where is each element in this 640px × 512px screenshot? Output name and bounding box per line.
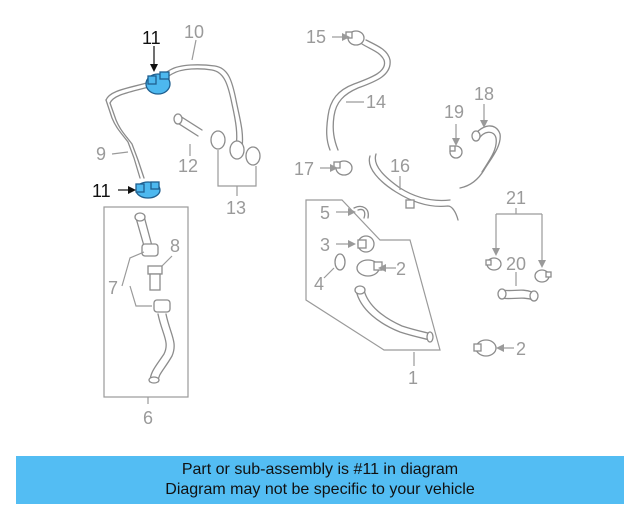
callout-2-inner[interactable]: 2 [396,259,406,279]
hose-14 [326,43,386,151]
callout-21[interactable]: 21 [506,188,526,208]
callout-9[interactable]: 9 [96,144,106,164]
callout-11-top[interactable]: 11 [142,28,161,48]
callout-19[interactable]: 19 [444,102,464,122]
info-banner: Part or sub-assembly is #11 in diagram D… [16,456,624,504]
clamp-21-left [485,257,502,271]
hose-16 [368,155,459,221]
callout-2-outer[interactable]: 2 [516,339,526,359]
parts-diagram: 6 10 9 11 11 12 13 7 [92,22,552,428]
callout-12[interactable]: 12 [178,156,198,176]
callout-7[interactable]: 7 [108,278,118,298]
clamp-11-top[interactable] [145,71,171,95]
clamp-2-outer [473,339,497,357]
callout-8[interactable]: 8 [170,236,180,256]
assembly-box-1 [305,199,441,351]
clamp-15 [345,30,365,46]
o-rings-13 [210,130,261,166]
hose-10 [105,64,244,149]
clamp-21-right [534,269,552,283]
callout-13[interactable]: 13 [226,198,246,218]
hose-18 [459,125,501,189]
banner-line-1: Part or sub-assembly is #11 in diagram [181,461,459,478]
clamp-19 [449,145,463,159]
callout-20[interactable]: 20 [506,254,526,274]
callout-10[interactable]: 10 [184,22,204,42]
hose-12 [173,113,203,137]
callout-14[interactable]: 14 [366,92,386,112]
clamp-17 [333,160,353,176]
callout-5[interactable]: 5 [320,203,330,223]
callout-1[interactable]: 1 [408,368,418,388]
clamp-11-bottom[interactable] [135,181,161,199]
callout-6[interactable]: 6 [143,408,153,428]
clamp-2-inner [356,259,383,277]
callout-11-bottom[interactable]: 11 [92,181,111,201]
callout-18[interactable]: 18 [474,84,494,104]
banner-line-2: Diagram may not be specific to your vehi… [165,481,475,498]
callout-16[interactable]: 16 [390,156,410,176]
assembly-box-6 [103,206,189,398]
callout-3[interactable]: 3 [320,235,330,255]
callout-17[interactable]: 17 [294,159,314,179]
callout-4[interactable]: 4 [314,274,324,294]
callout-15[interactable]: 15 [306,27,326,47]
